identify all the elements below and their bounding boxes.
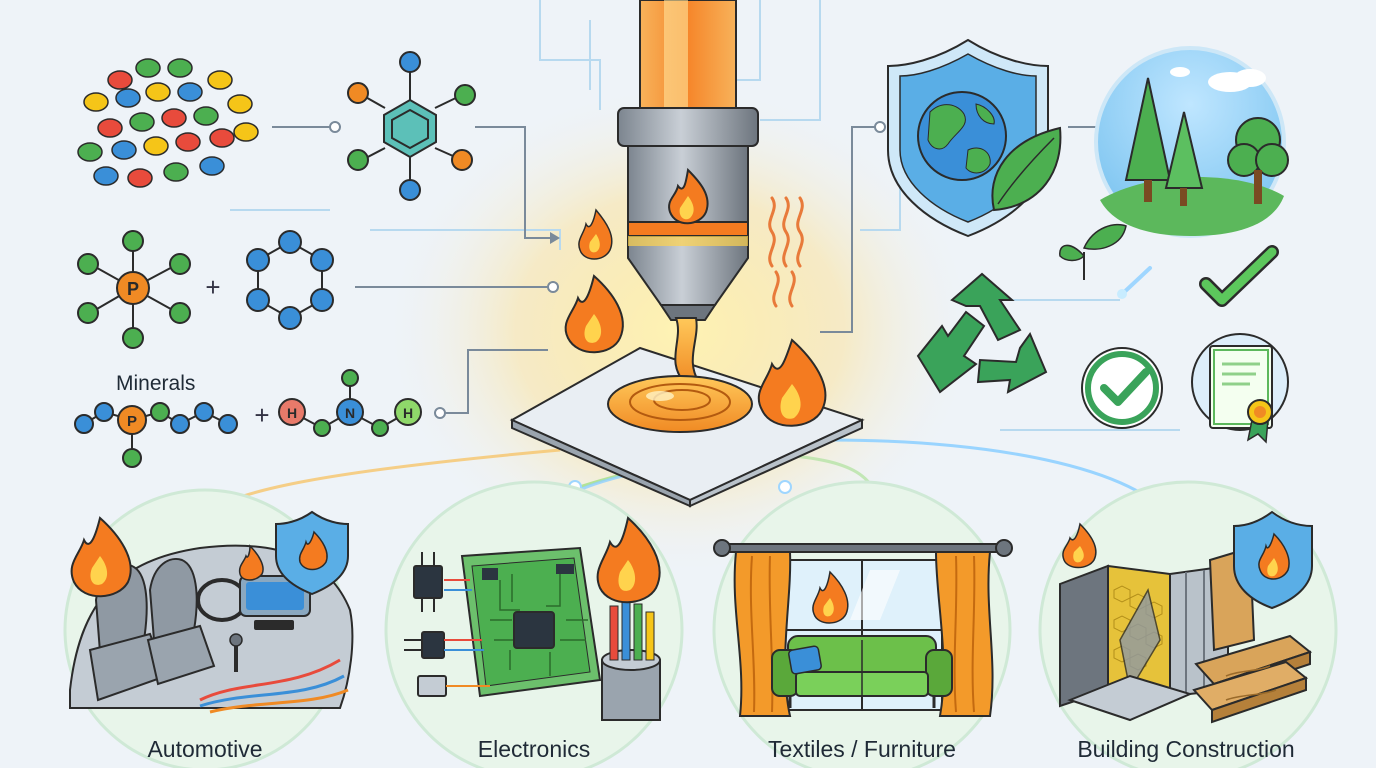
building-flame-icon: [1062, 522, 1097, 569]
electronics-scene: [384, 480, 684, 768]
sprout-icon: [1059, 223, 1127, 280]
phosphorus-chain-molecule: [74, 402, 238, 468]
automotive-flame-icon: [70, 516, 132, 598]
plus-sign-1: +: [205, 272, 220, 302]
plus-sign-2: +: [254, 400, 269, 430]
molten-polymer: [607, 317, 753, 433]
atom-p-1: P: [127, 279, 139, 299]
flame-icon-left-large: [564, 274, 624, 354]
nature-scene-icon: [1094, 46, 1289, 238]
extruder-nozzle: [617, 0, 759, 321]
hnh-molecule: [278, 369, 422, 437]
automotive-scene: [63, 488, 354, 768]
check-mark-icon: [1199, 245, 1279, 307]
automotive-small-flame-icon: [238, 544, 264, 581]
minerals-label: Minerals: [116, 372, 196, 395]
atom-h-1: H: [287, 405, 297, 421]
atom-n: N: [345, 405, 355, 421]
circuit-lines: [230, 0, 1180, 431]
flame-icon-right-large: [757, 338, 827, 427]
heat-waves-icon: [768, 196, 804, 308]
recycle-icon: [916, 272, 1048, 394]
phosphorus-molecule: [77, 230, 191, 349]
certificate-icon: [1191, 333, 1289, 444]
approved-circle-icon: [1081, 347, 1163, 429]
ring-molecule: [246, 230, 334, 330]
automotive-shield-icon: [275, 510, 349, 596]
atom-p-2: P: [127, 413, 137, 430]
sector-label-building-construction: Building Construction: [1077, 736, 1295, 762]
sector-label-textiles-furniture: Textiles / Furniture: [768, 736, 956, 762]
sector-label-automotive: Automotive: [147, 736, 263, 762]
hexagon-molecule: [347, 51, 476, 201]
electronics-flame-icon: [596, 516, 661, 604]
flame-icon-left-small: [578, 208, 613, 260]
textiles-flame-icon: [812, 570, 849, 624]
polymer-pellets: [77, 58, 259, 188]
sector-label-electronics: Electronics: [477, 736, 591, 762]
nozzle-flame-icon: [668, 167, 709, 225]
connector-dots: [329, 121, 886, 419]
atom-h-2: H: [403, 405, 413, 421]
connector-lines: [272, 126, 1110, 414]
building-shield-icon: [1233, 510, 1313, 610]
leaf-icon: [991, 126, 1062, 212]
textiles-furniture-scene: [712, 480, 1013, 768]
